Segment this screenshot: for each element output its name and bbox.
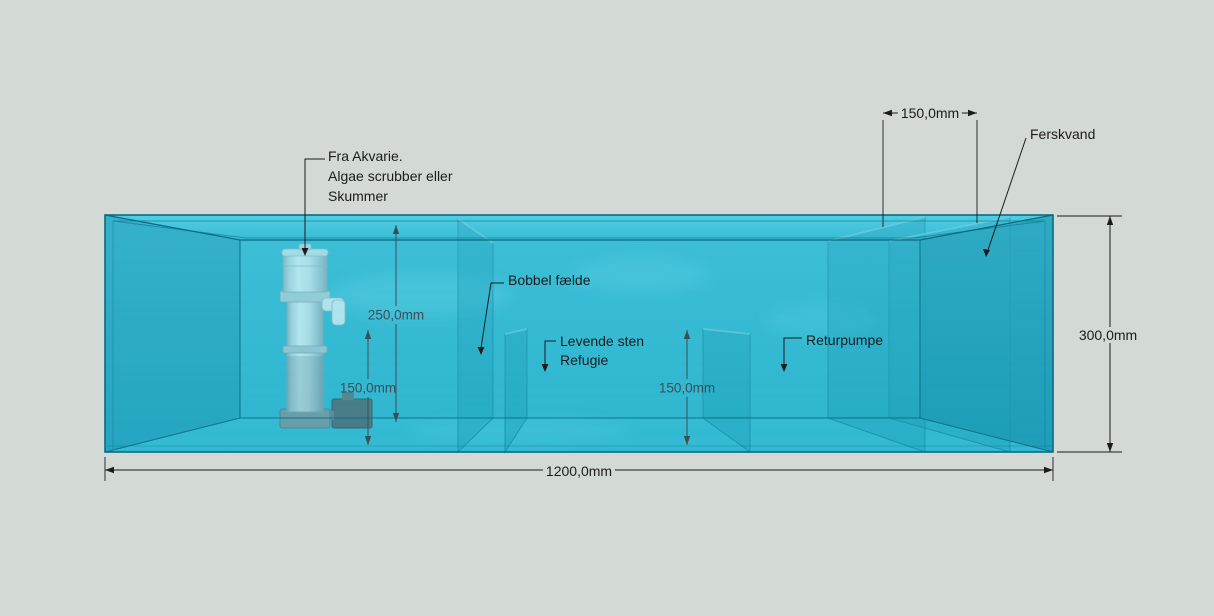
annotation-fra-akvarie-line1: Fra Akvarie. xyxy=(328,148,403,164)
front-glass xyxy=(105,215,1053,452)
dimension-label-skimmer-chamber-150: 150,0mm xyxy=(339,380,397,396)
dimension-label-refugium-chamber-150: 150,0mm xyxy=(658,380,716,396)
dimension-skimmer-chamber-150 xyxy=(364,330,372,445)
dimension-label-height: 300,0mm xyxy=(1075,327,1141,343)
dimension-chamber-top-width xyxy=(882,109,978,227)
annotation-ferskvand: Ferskvand xyxy=(1030,126,1096,142)
leader-returpumpe xyxy=(780,337,802,372)
dimension-label-total-length: 1200,0mm xyxy=(542,463,616,479)
annotation-levende-sten-line1: Levende sten xyxy=(560,333,645,349)
dimension-refugium-chamber-150 xyxy=(683,330,691,445)
dimension-baffle-250 xyxy=(392,225,400,422)
leader-lines xyxy=(301,137,1027,372)
annotation-bobbel-faelde: Bobbel fælde xyxy=(508,272,591,288)
dimension-label-baffle-250: 250,0mm xyxy=(367,307,425,323)
annotation-fra-akvarie-line3: Skummer xyxy=(328,188,388,204)
leader-ferskvand xyxy=(983,137,1027,257)
annotation-fra-akvarie-line2: Algae scrubber eller xyxy=(328,168,453,184)
leader-fra-akvarie xyxy=(301,158,325,256)
leader-bobbel-faelde xyxy=(477,282,504,355)
annotation-returpumpe: Returpumpe xyxy=(806,332,884,348)
dimension-label-chamber-top-width: 150,0mm xyxy=(897,105,963,121)
annotation-fra-akvarie: Fra Akvarie. Algae scrubber eller Skumme… xyxy=(328,146,453,206)
leader-levende-sten xyxy=(541,340,556,372)
annotation-levende-sten: Levende sten Refugie xyxy=(560,332,644,370)
tank-edges xyxy=(104,214,1054,453)
annotation-levende-sten-line2: Refugie xyxy=(560,352,609,368)
